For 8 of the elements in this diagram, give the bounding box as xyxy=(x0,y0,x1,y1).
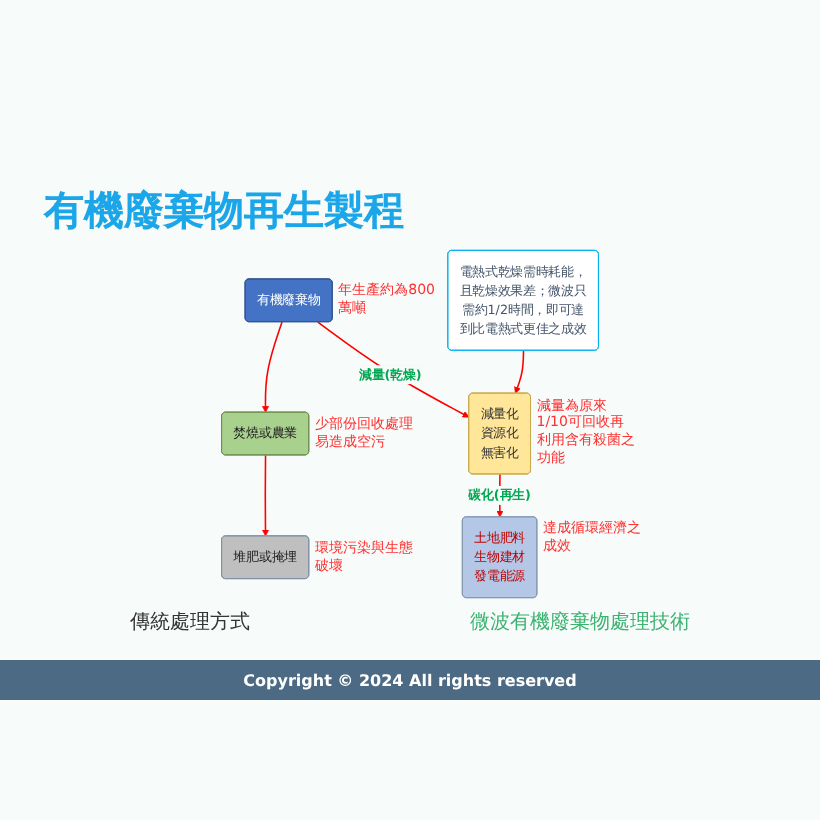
copyright-text: Copyright © 2024 All rights reserved xyxy=(243,671,577,689)
note: 傳統處理方式 xyxy=(130,609,250,636)
arrow xyxy=(317,321,470,418)
arrow xyxy=(262,321,283,413)
arrow xyxy=(514,349,525,394)
arrow xyxy=(262,454,269,537)
title: 有機廢棄物再生製程 xyxy=(44,184,404,238)
note: 微波有機廢棄物處理技術 xyxy=(470,609,690,636)
